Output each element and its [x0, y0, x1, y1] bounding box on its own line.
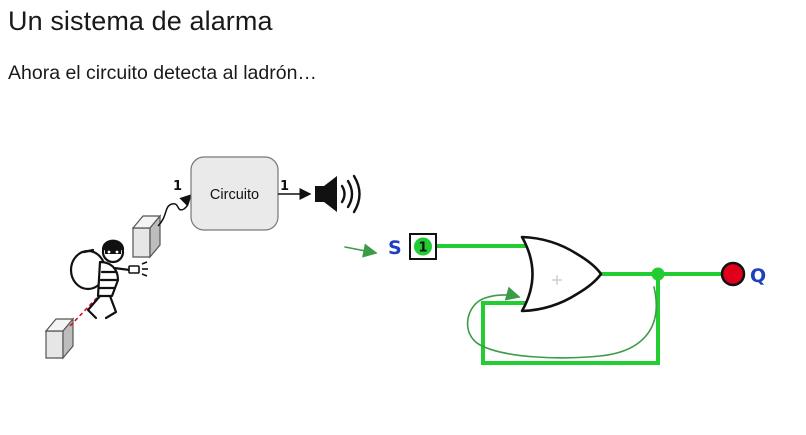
sensor-wire — [157, 193, 193, 227]
input-state: 1 — [418, 241, 427, 256]
slide-subtitle: Ahora el circuito detecta al ladrón… — [8, 62, 317, 84]
input-label-s: S — [388, 237, 402, 259]
input-switch[interactable]: 1 — [409, 233, 437, 260]
output-lamp — [720, 261, 746, 287]
speaker-icon — [315, 174, 361, 214]
circuit-input-value: 1 — [173, 179, 182, 194]
alarm-illustration: Circuito 1 1 — [44, 156, 361, 360]
output-label-q: Q — [750, 265, 766, 287]
logic-circuit: S 1 — [344, 233, 766, 365]
or-gate — [520, 235, 603, 313]
circuit-label: Circuito — [210, 187, 259, 203]
slide-title: Un sistema de alarma — [8, 6, 273, 36]
annotation-arrow — [344, 243, 378, 258]
laser-sensor-icon — [131, 214, 162, 259]
circuit-box: Circuito — [190, 156, 279, 231]
flashlight-icon — [128, 261, 148, 277]
circuit-output-value: 1 — [280, 179, 289, 194]
thief-icon — [69, 239, 132, 320]
laser-emitter-icon — [44, 317, 75, 360]
annotation-loop — [466, 286, 657, 359]
wire-junction — [651, 267, 665, 281]
